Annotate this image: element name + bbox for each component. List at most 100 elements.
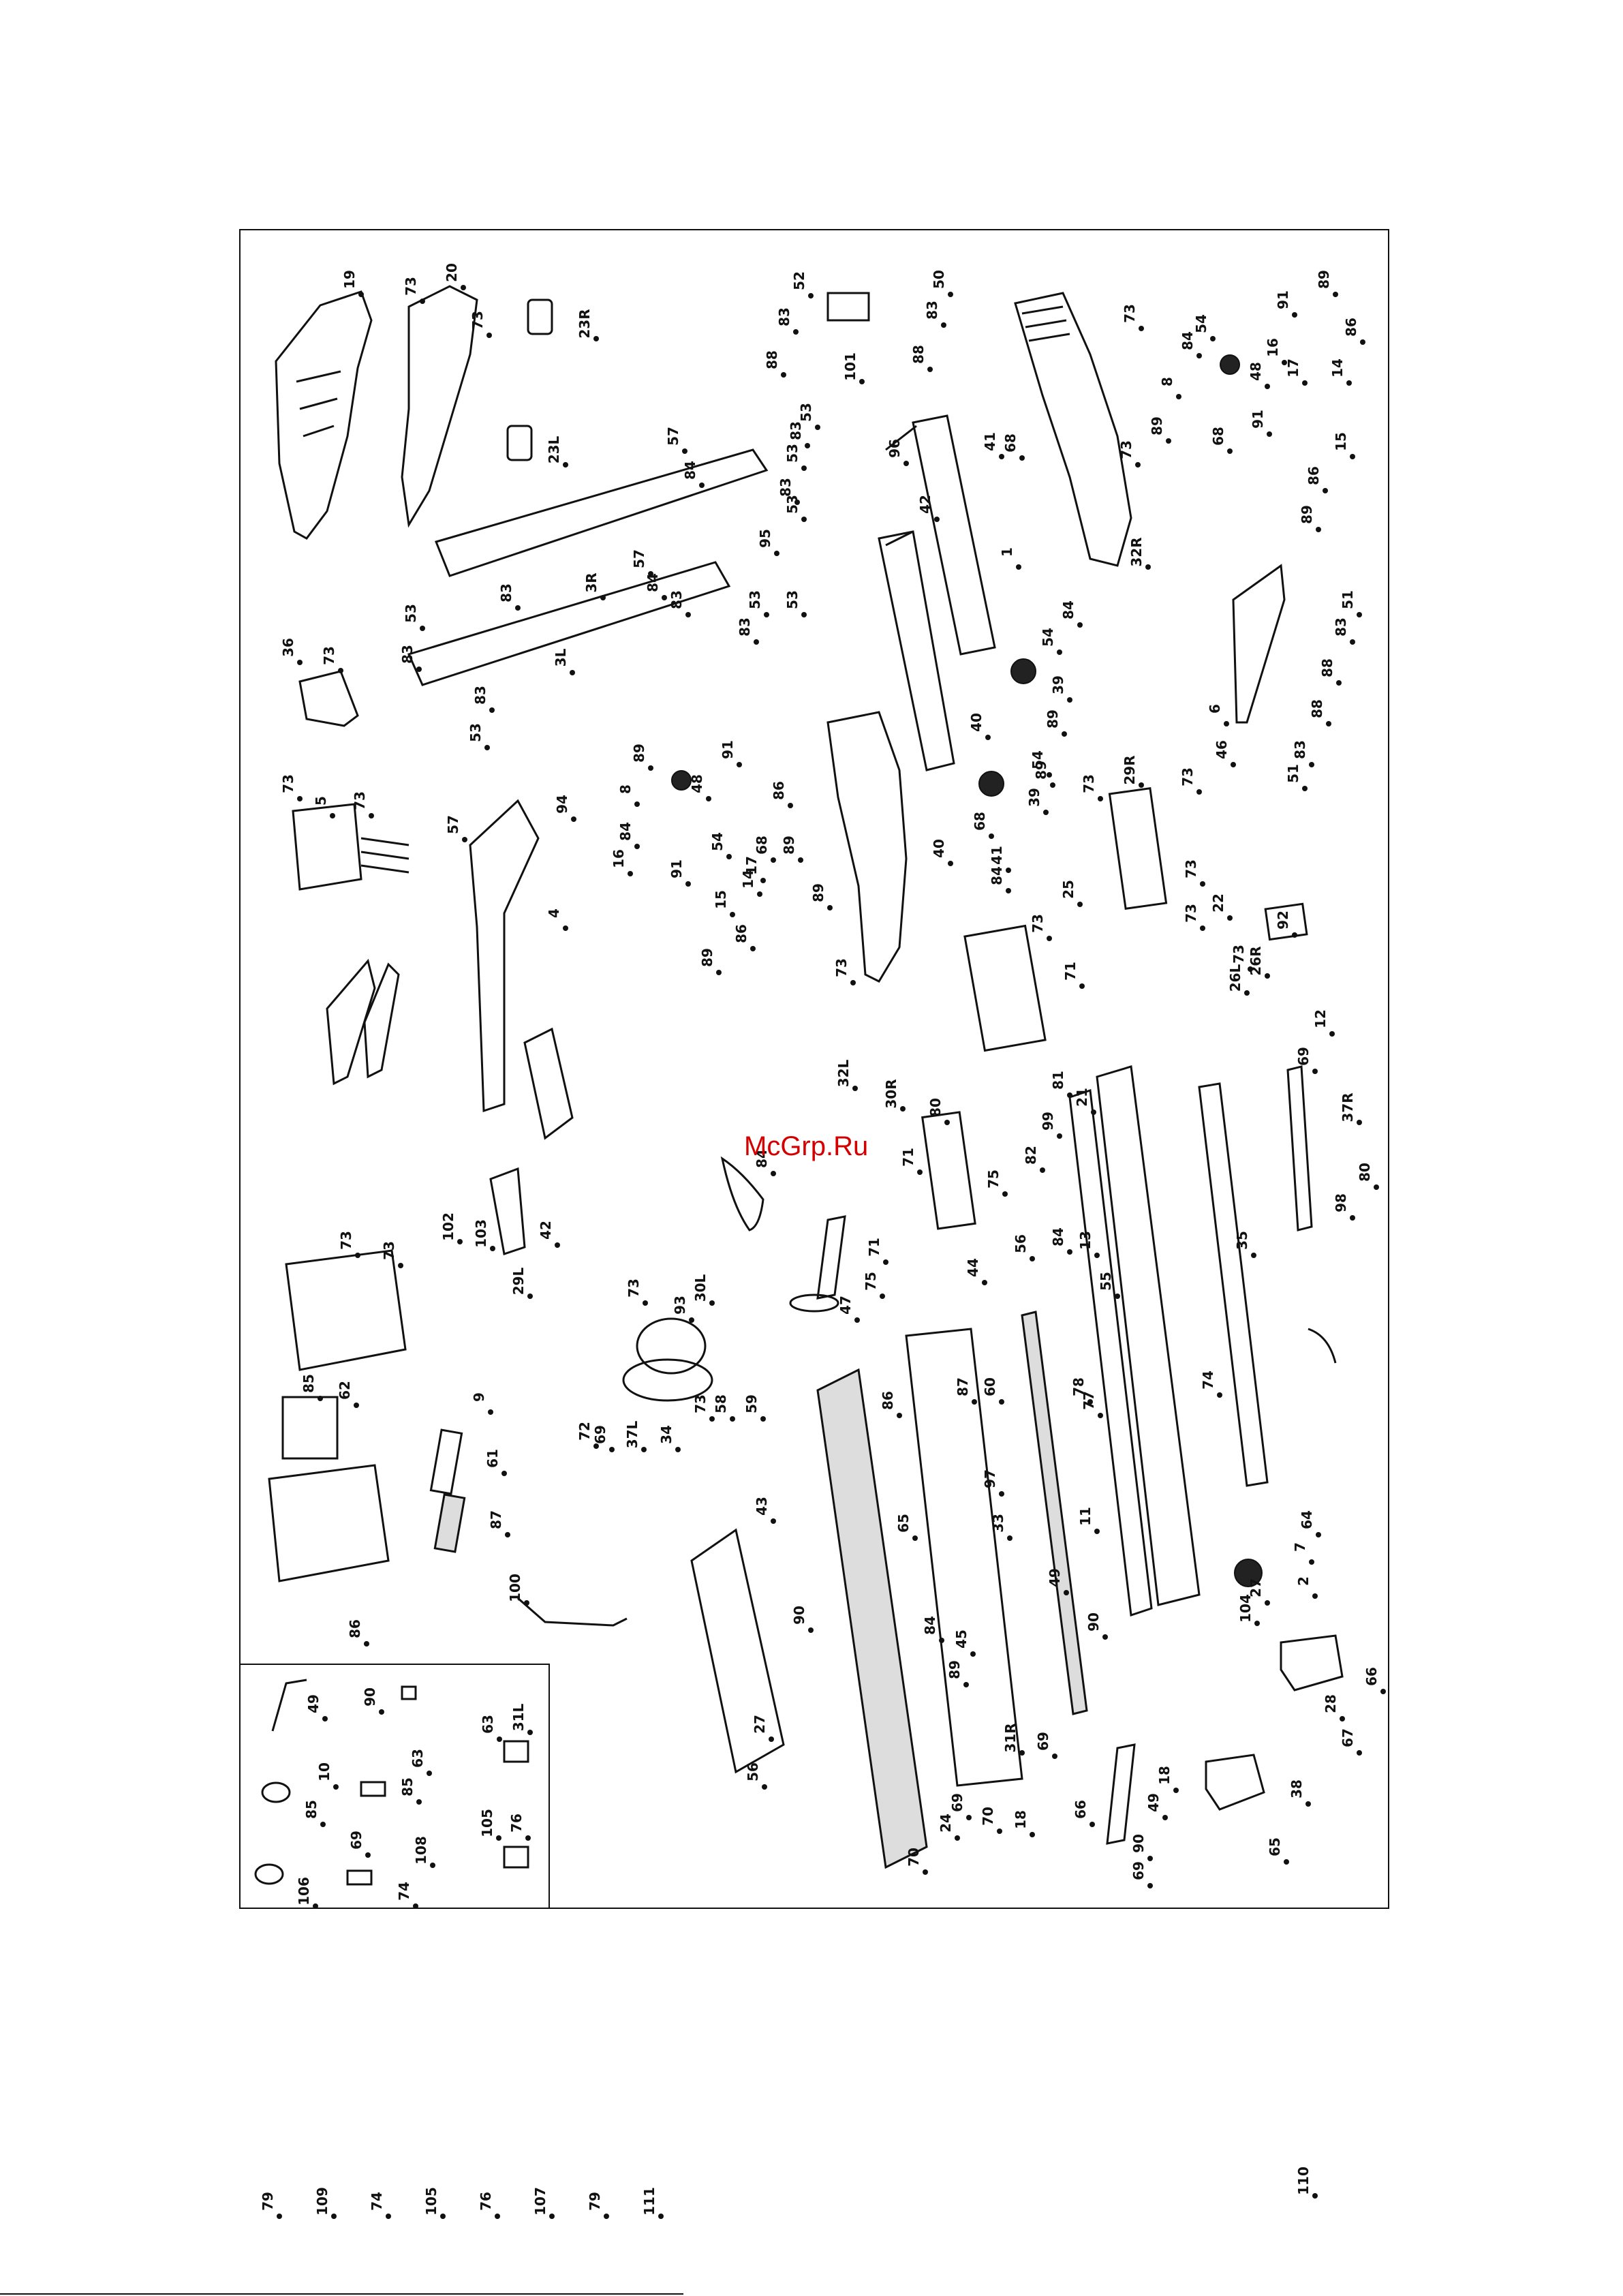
callout-label: 74 <box>1200 1371 1216 1390</box>
callout-label: 6 <box>1207 704 1223 714</box>
part-main-frame-2-side <box>1068 1088 1153 1617</box>
callout-dot <box>1227 448 1233 454</box>
callout-dot <box>527 1294 533 1299</box>
callout-label: 69 <box>949 1793 965 1812</box>
callout-label: 48 <box>689 774 705 793</box>
callout-label: 54 <box>709 832 726 851</box>
callout-dot <box>1292 312 1297 318</box>
callout-dot <box>398 1263 403 1268</box>
callout-dot <box>430 1863 435 1868</box>
callout-dot <box>1147 1856 1153 1861</box>
callout-dot <box>501 1471 507 1476</box>
callout-label: 85 <box>300 1374 317 1393</box>
callout-dot <box>322 1716 328 1721</box>
callout-dot <box>1030 1832 1035 1837</box>
callout-label: 73 <box>833 958 850 977</box>
callout-dot <box>1079 983 1085 989</box>
callout-label: 73 <box>1183 904 1199 923</box>
part-handle-grip-ribs <box>1021 305 1070 342</box>
callout-label: 1 <box>999 547 1015 557</box>
callout-label: 63 <box>409 1749 426 1768</box>
callout-dot <box>1102 1634 1108 1640</box>
callout-dot <box>699 483 705 488</box>
callout-dot <box>999 454 1004 459</box>
callout-dot <box>1006 868 1011 873</box>
callout-dot <box>917 1169 923 1175</box>
callout-dot <box>1057 649 1062 655</box>
callout-dot <box>764 612 769 617</box>
callout-dot <box>525 1835 531 1841</box>
callout-label: 44 <box>965 1258 981 1277</box>
part-rail-3R <box>434 448 769 577</box>
callout-label: 16 <box>1265 338 1281 357</box>
callout-dot <box>1316 1532 1321 1537</box>
callout-dot <box>1173 1788 1179 1793</box>
callout-label: 5 <box>313 796 329 806</box>
callout-dot <box>1047 936 1052 941</box>
callout-dot <box>706 796 711 801</box>
callout-dot <box>333 1784 339 1790</box>
part-knob-48-right <box>1220 354 1240 375</box>
part-29L <box>921 1111 976 1230</box>
callout-label: 89 <box>1316 270 1332 289</box>
callout-label: 51 <box>1340 590 1356 609</box>
callout-label: 29L <box>510 1267 527 1295</box>
callout-dot <box>1147 1883 1153 1888</box>
callout-label: 111 <box>641 2187 658 2216</box>
callout-label: 53 <box>467 723 484 742</box>
callout-label: 54 <box>1040 628 1056 647</box>
callout-label: 57 <box>665 427 681 446</box>
callout-dot <box>1094 1253 1100 1258</box>
callout-label: 84 <box>682 461 698 480</box>
callout-dot <box>716 970 722 975</box>
callout-dot <box>643 1300 648 1306</box>
callout-label: 86 <box>771 781 787 800</box>
callout-label: 94 <box>554 795 570 814</box>
part-console-frame-4 <box>469 799 540 1113</box>
callout-label: 109 <box>314 2187 330 2216</box>
callout-dot <box>1196 789 1202 795</box>
callout-label: 28 <box>1323 1694 1339 1713</box>
callout-label: 99 <box>1040 1112 1056 1131</box>
callout-dot <box>726 854 732 859</box>
part-110 <box>360 1781 386 1797</box>
callout-dot <box>1050 782 1055 788</box>
callout-dot <box>1333 292 1338 297</box>
callout-dot <box>997 1828 1002 1834</box>
callout-label: 83 <box>737 617 753 637</box>
callout-dot <box>850 980 856 985</box>
callout-dot <box>420 299 425 304</box>
callout-label: 101 <box>842 352 859 381</box>
callout-label: 88 <box>910 345 927 364</box>
callout-dot <box>634 844 640 849</box>
callout-dot <box>762 1784 767 1790</box>
callout-dot <box>354 1403 359 1408</box>
callout-label: 33 <box>990 1514 1006 1533</box>
callout-dot <box>685 612 691 617</box>
callout-label: 69 <box>1035 1732 1051 1751</box>
callout-dot <box>358 292 364 297</box>
callout-dot <box>1217 1392 1222 1398</box>
callout-dot <box>318 1396 323 1401</box>
callout-label: 53 <box>403 604 419 623</box>
callout-label: 53 <box>784 495 801 514</box>
callout-dot <box>634 801 640 807</box>
callout-dot <box>970 1651 976 1657</box>
part-knob-39-lower <box>978 771 1004 797</box>
callout-dot <box>1002 1191 1008 1197</box>
callout-label: 35 <box>1234 1231 1250 1250</box>
callout-label: 63 <box>480 1715 496 1734</box>
callout-dot <box>648 765 653 771</box>
part-side-cover-37L <box>489 1167 526 1255</box>
callout-label: 68 <box>1002 433 1019 453</box>
callout-dot <box>1166 438 1171 444</box>
callout-dot <box>1231 762 1236 767</box>
part-77-78 <box>281 1396 339 1460</box>
part-11 <box>433 1493 466 1553</box>
callout-dot <box>484 745 490 750</box>
callout-label: 73 <box>338 1231 354 1250</box>
part-upright-frame-1 <box>912 414 996 656</box>
part-cover-31R <box>1280 1634 1344 1692</box>
callout-label: 71 <box>866 1238 882 1257</box>
callout-dot <box>859 379 865 384</box>
